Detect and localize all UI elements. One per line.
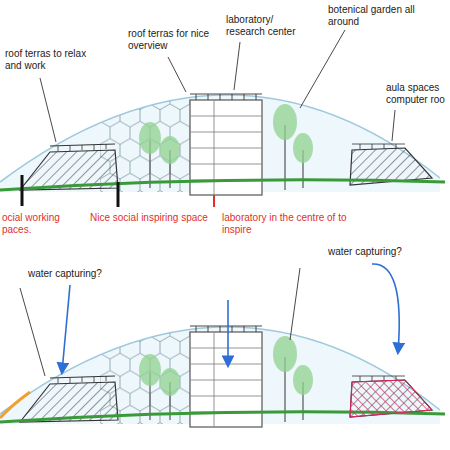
note-label: roof terras for nice overview [128,28,220,52]
red-note: Nice social inspiring space [90,212,220,224]
red-roof-area [350,380,432,417]
note-label: aula spaces computer roo [386,82,448,106]
question-label: water capturing? [328,246,428,258]
orange-edge [0,392,30,418]
bottom-leaders [20,264,399,376]
red-note: ocial working paces. [2,212,78,236]
note-label: botenical garden all around [328,4,428,28]
bottom-section [0,326,445,427]
note-label: laboratory/ research center [226,14,312,38]
top-section [0,94,445,195]
note-label: roof terras to relax and work [5,48,100,72]
red-note: laboratory in the centre of to inspire [222,212,350,236]
question-label: water capturing? [28,268,128,280]
